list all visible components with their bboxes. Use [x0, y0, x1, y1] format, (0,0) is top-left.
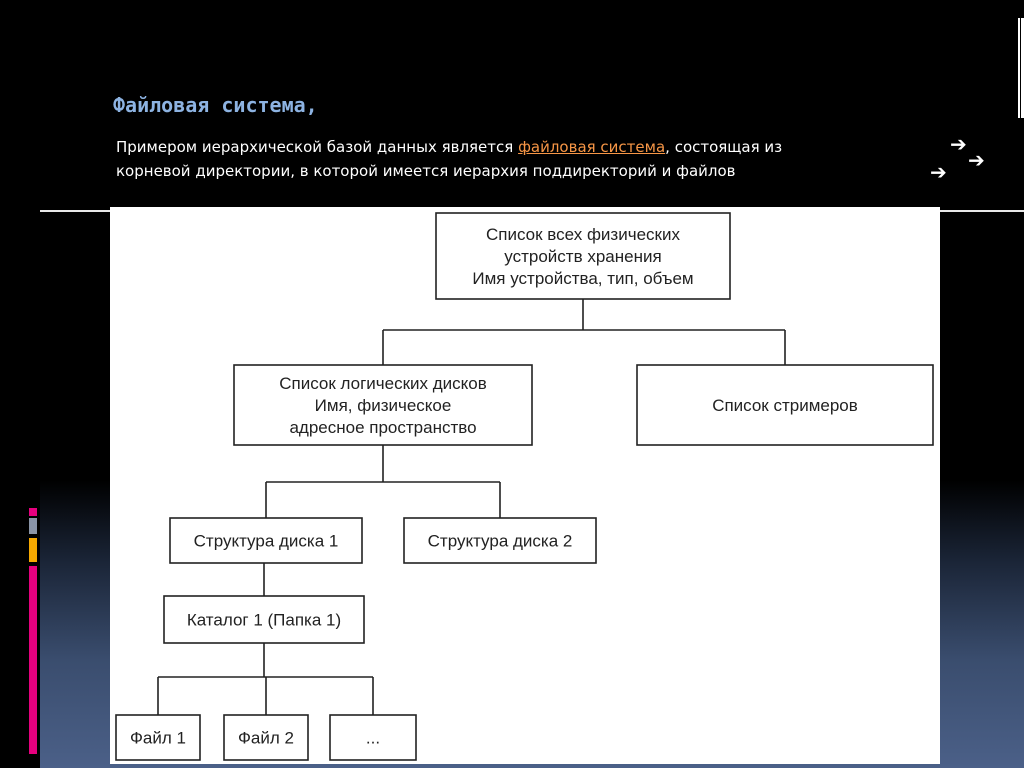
slide-title: Файловая система, [113, 93, 318, 117]
hierarchy-diagram: Список всех физических устройств хранения… [110, 207, 940, 764]
node-more: ... [329, 714, 417, 761]
node-root: Список всех физических устройств хранения… [435, 212, 731, 300]
decorative-bars-icon [1018, 18, 1024, 118]
node-label: Список стримеров [712, 396, 858, 415]
node-label: адресное пространство [289, 418, 476, 437]
node-label: Имя устройства, тип, объем [472, 269, 693, 288]
edge-layer [157, 299, 786, 715]
subtitle-text-start: Примером иерархической базой данных явля… [116, 138, 519, 156]
node-file1: Файл 1 [115, 714, 201, 761]
node-label: Список логических дисков [279, 374, 487, 393]
node-box [223, 714, 309, 761]
node-label: Список всех физических [486, 225, 680, 244]
node-layer: Список всех физических устройств хранения… [115, 212, 934, 761]
node-label: Файл 2 [238, 729, 294, 748]
header-band [40, 0, 1024, 210]
node-label: устройств хранения [504, 247, 661, 266]
arrow-right-icon: ➔ [968, 148, 985, 172]
node-label: Каталог 1 (Папка 1) [187, 611, 341, 630]
node-label: Имя, физическое [315, 396, 452, 415]
file-system-link[interactable]: файловая система [518, 138, 666, 156]
node-disk1: Структура диска 1 [169, 517, 363, 564]
node-file2: Файл 2 [223, 714, 309, 761]
node-box [329, 714, 417, 761]
node-streamers: Список стримеров [636, 364, 934, 446]
diagram-canvas: Список всех физических устройств хранения… [115, 212, 934, 761]
node-label: ... [366, 729, 380, 748]
node-label: Файл 1 [130, 729, 186, 748]
node-box [636, 364, 934, 446]
accent-block-gray [29, 518, 37, 534]
node-label: Структура диска 2 [428, 532, 573, 551]
node-catalog: Каталог 1 (Папка 1) [163, 595, 365, 644]
subtitle-text-end: , состоящая из корневой директории, в ко… [116, 138, 783, 180]
node-label: Структура диска 1 [194, 532, 339, 551]
node-disk2: Структура диска 2 [403, 517, 597, 564]
node-box [233, 364, 533, 446]
slide-subtitle: Примером иерархической базой данных явля… [116, 135, 856, 183]
node-box [163, 595, 365, 644]
node-box [403, 517, 597, 564]
node-box [115, 714, 201, 761]
arrow-right-icon: ➔ [950, 132, 967, 156]
node-box [169, 517, 363, 564]
accent-block-pink-long [29, 566, 37, 754]
accent-block-pink [29, 508, 37, 516]
arrow-right-icon: ➔ [930, 160, 947, 184]
node-box [435, 212, 731, 300]
accent-block-orange [29, 538, 37, 562]
